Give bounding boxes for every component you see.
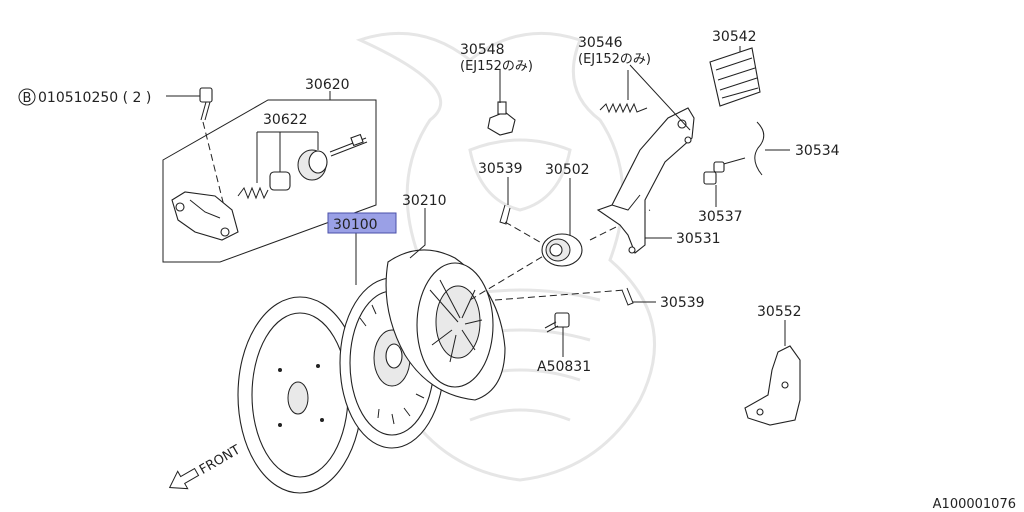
label-30502[interactable]: 30502 [545,162,590,178]
clutch-cable-end[interactable] [719,121,765,176]
watermark-emblem [355,31,656,482]
label-30100[interactable]: 30100 [333,217,378,233]
slave-cylinder-cup[interactable] [297,149,328,181]
bolt-marker-letter: B [23,91,32,106]
label-30210[interactable]: 30210 [402,193,447,209]
fork-boot[interactable] [709,47,761,107]
pivot-bolt[interactable] [544,312,570,333]
label-30546[interactable]: 30546 [578,35,623,51]
label-30552[interactable]: 30552 [757,304,802,320]
label-30620[interactable]: 30620 [305,77,350,93]
label-30537[interactable]: 30537 [698,209,743,225]
bolt-part[interactable] [199,87,226,211]
pressure-plate[interactable] [385,249,506,401]
label-30542[interactable]: 30542 [712,29,757,45]
slave-cylinder-piston[interactable] [269,171,291,191]
front-label: FRONT [197,443,243,478]
leader-30210 [409,208,426,259]
adjusting-nut[interactable] [703,161,725,185]
slave-cylinder-body[interactable] [171,191,239,241]
flywheel[interactable] [237,296,363,494]
label-30539-lower[interactable]: 30539 [660,295,705,311]
label-A50831[interactable]: A50831 [537,359,591,375]
return-spring[interactable] [599,102,648,114]
release-bearing[interactable] [541,233,583,267]
bracket-30548[interactable] [487,101,516,136]
release-fork[interactable] [596,107,695,254]
label-bolt-callout[interactable]: 010510250 ( 2 ) [38,90,151,106]
bracket-30552[interactable] [744,345,801,426]
label-30539-upper[interactable]: 30539 [478,161,523,177]
highlight-30100 [327,212,397,234]
slave-cylinder-group-box [162,99,377,263]
label-30531[interactable]: 30531 [676,231,721,247]
axis-line-4 [504,221,546,246]
label-30546-note: (EJ152のみ) [578,52,651,67]
diagram-id: A100001076 [933,497,1016,512]
slave-cylinder-spring[interactable] [237,186,269,200]
bolt-marker-circle [18,88,36,106]
leader-30546-b [629,64,691,131]
label-30622[interactable]: 30622 [263,112,308,128]
label-30548-note: (EJ152のみ) [460,59,533,74]
label-30548[interactable]: 30548 [460,42,505,58]
axis-line-1 [469,254,546,301]
clip-lower[interactable] [621,287,634,306]
label-30534[interactable]: 30534 [795,143,840,159]
clip-upper[interactable] [499,204,511,225]
push-rod[interactable] [329,133,368,157]
front-direction-arrow: FRONT [168,443,243,490]
